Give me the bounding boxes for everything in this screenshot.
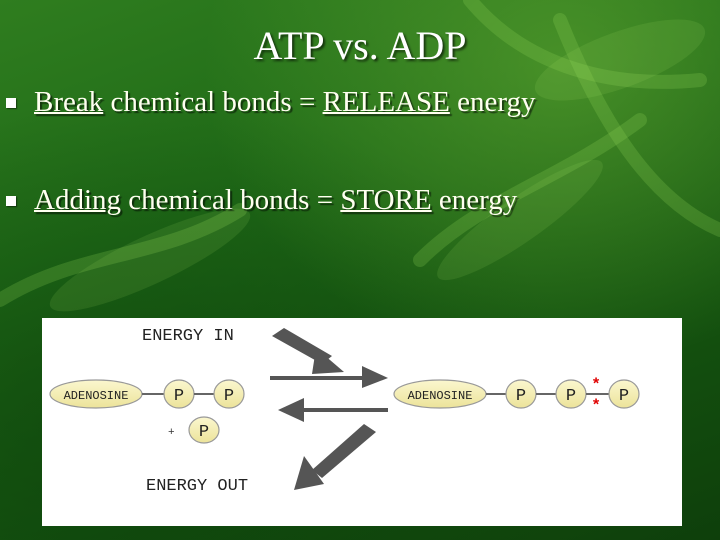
bullet-text: chemical bonds =: [103, 86, 323, 118]
bullet-keyword: RELEASE: [322, 86, 450, 118]
free-phosphate-bubble: [188, 416, 220, 444]
plus-sign: +: [168, 427, 175, 439]
bullet-square-icon: [6, 195, 16, 206]
bullet-text: energy: [449, 86, 536, 118]
phosphate-label: P: [619, 387, 629, 406]
phosphate-bubble: [608, 379, 640, 409]
bond-mark-bottom: *: [591, 397, 601, 415]
phosphate-label: P: [566, 387, 576, 406]
atp-adp-diagram: ENERGY IN ADENOSINE P P + P: [42, 318, 682, 526]
bullet-adding: Adding chemical bonds = STORE energy: [6, 184, 517, 217]
energy-in-label: ENERGY IN: [142, 327, 234, 346]
reverse-arrow-icon: [278, 398, 388, 422]
energy-out-arrow-icon: [294, 424, 376, 490]
bullet-keyword: Adding: [34, 184, 121, 216]
free-phosphate-label: P: [199, 423, 209, 442]
bullet-text: energy: [431, 184, 518, 216]
phosphate-label: P: [174, 387, 184, 406]
bullet-keyword: Break: [34, 86, 104, 118]
atp-molecule: ADENOSINE P P * * P: [393, 376, 640, 415]
energy-in-arrow-icon: [272, 328, 344, 374]
adenosine-label: ADENOSINE: [64, 389, 129, 403]
adenosine-label: ADENOSINE: [408, 389, 473, 403]
adp-molecule: ADENOSINE P P: [49, 379, 245, 409]
phosphate-bubble: [213, 379, 245, 409]
phosphate-label: P: [516, 387, 526, 406]
bullet-square-icon: [6, 97, 16, 108]
bullet-keyword: STORE: [340, 184, 432, 216]
bond-mark-top: *: [591, 376, 601, 394]
phosphate-label: P: [224, 387, 234, 406]
slide-title: ATP vs. ADP: [253, 23, 467, 68]
energy-out-label: ENERGY OUT: [146, 477, 248, 496]
bullet-break: Break chemical bonds = RELEASE energy: [6, 86, 535, 119]
forward-arrow-icon: [270, 366, 388, 388]
bullet-text: chemical bonds =: [121, 184, 341, 216]
